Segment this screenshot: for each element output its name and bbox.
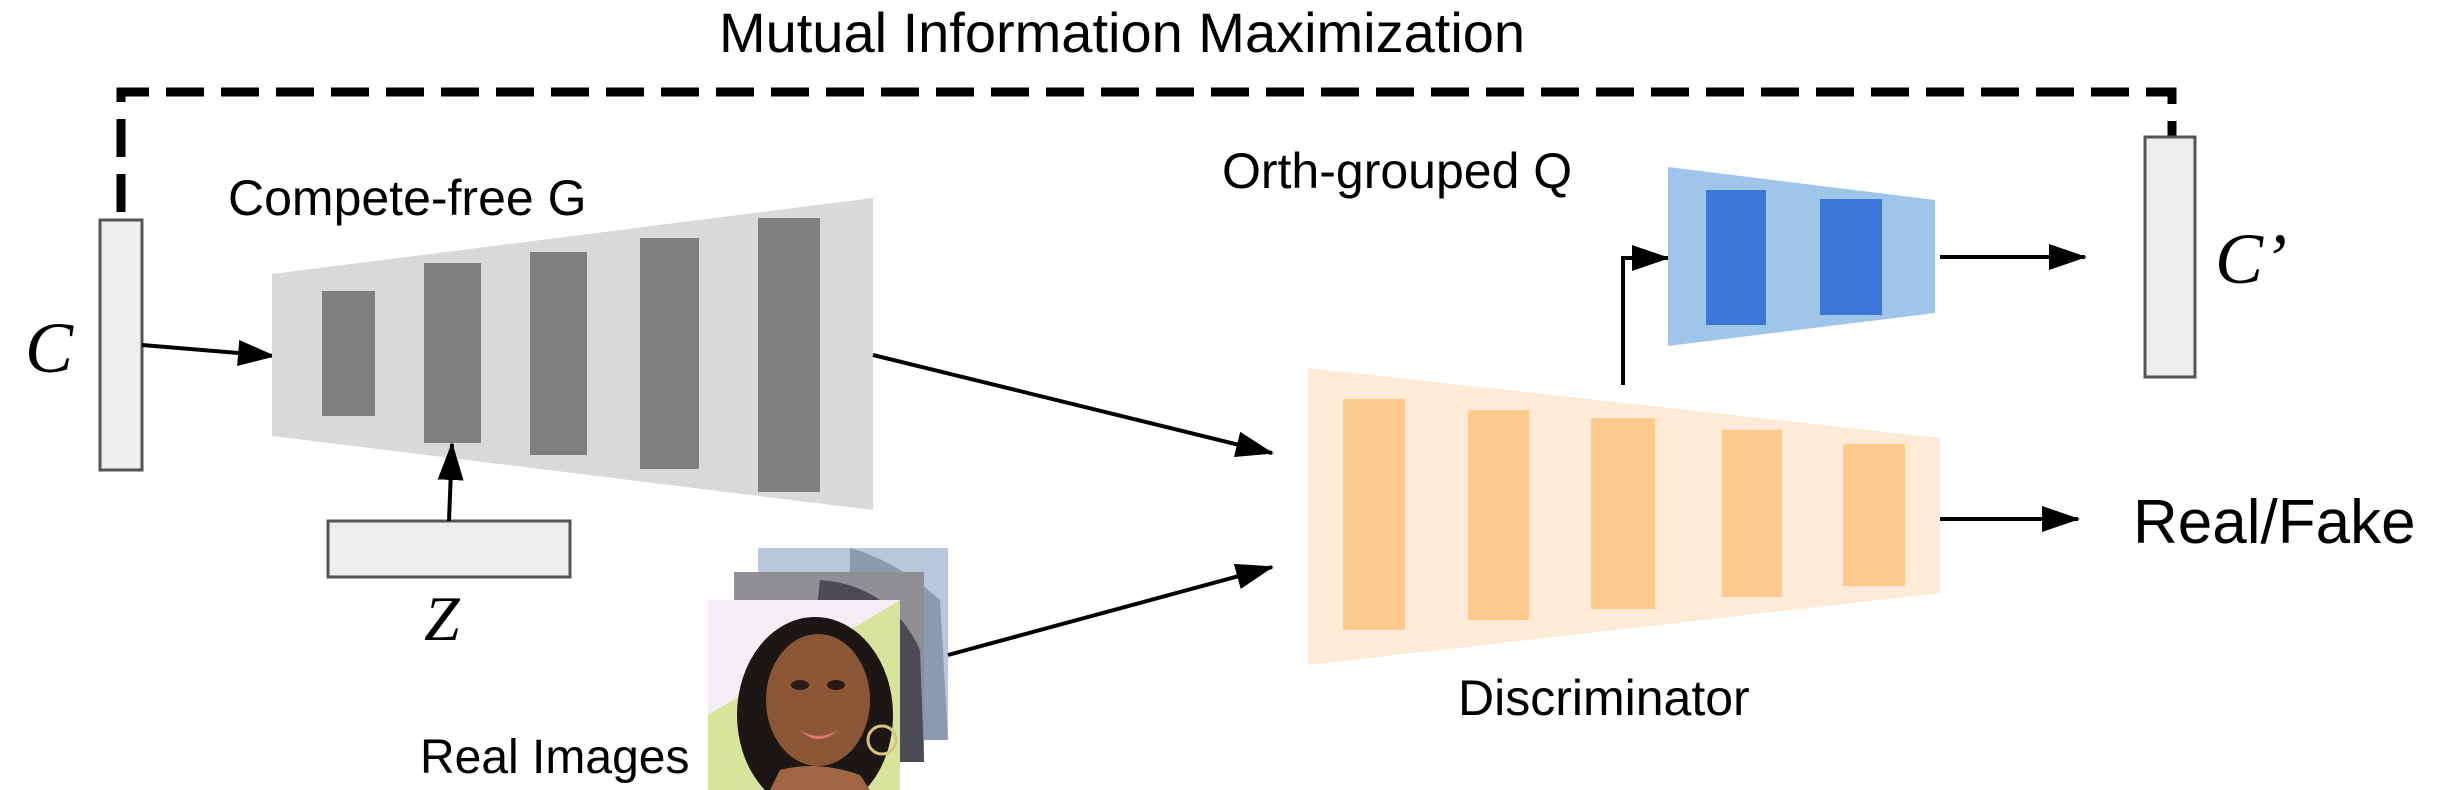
- c-input-label: C: [25, 308, 74, 388]
- real-image-front: [708, 600, 900, 790]
- arrow-discriminator-to-q: [1621, 245, 1670, 385]
- diagram-title: Mutual Information Maximization: [719, 1, 1525, 64]
- generator-layer-1: [322, 291, 375, 416]
- generator-label: Compete-free G: [228, 170, 586, 226]
- arrow-c-to-generator: [141, 340, 276, 366]
- discriminator-layer-4: [1722, 430, 1782, 597]
- c-output-label: C’: [2215, 219, 2287, 299]
- q-network-layer-1: [1706, 190, 1766, 325]
- z-input-vector: [326, 519, 572, 579]
- z-input-label: Z: [424, 583, 461, 654]
- arrow-z-to-generator: [437, 442, 464, 522]
- c-input-vector: [98, 218, 144, 472]
- arrow-generator-to-discriminator: [872, 353, 1274, 458]
- arrow-real-images-to-discriminator: [947, 563, 1274, 657]
- mutual-information-dashed-line: [116, 87, 2177, 212]
- q-network-layer-2: [1820, 199, 1882, 315]
- discriminator-layer-2: [1468, 410, 1529, 620]
- discriminator-layer-1: [1343, 399, 1405, 630]
- output-label: Real/Fake: [2133, 488, 2416, 557]
- generator-layer-3: [530, 252, 587, 455]
- real-images-stack: [708, 548, 948, 790]
- discriminator-label: Discriminator: [1458, 670, 1750, 726]
- real-images-label: Real Images: [420, 731, 689, 784]
- discriminator-layer-3: [1591, 418, 1655, 609]
- q-network-label: Orth-grouped Q: [1222, 143, 1572, 199]
- discriminator-layer-5: [1843, 444, 1905, 586]
- generator-layer-5: [758, 218, 820, 492]
- generator-layer-2: [424, 263, 481, 443]
- generator-layer-4: [640, 238, 699, 469]
- c-output-vector: [2143, 135, 2197, 379]
